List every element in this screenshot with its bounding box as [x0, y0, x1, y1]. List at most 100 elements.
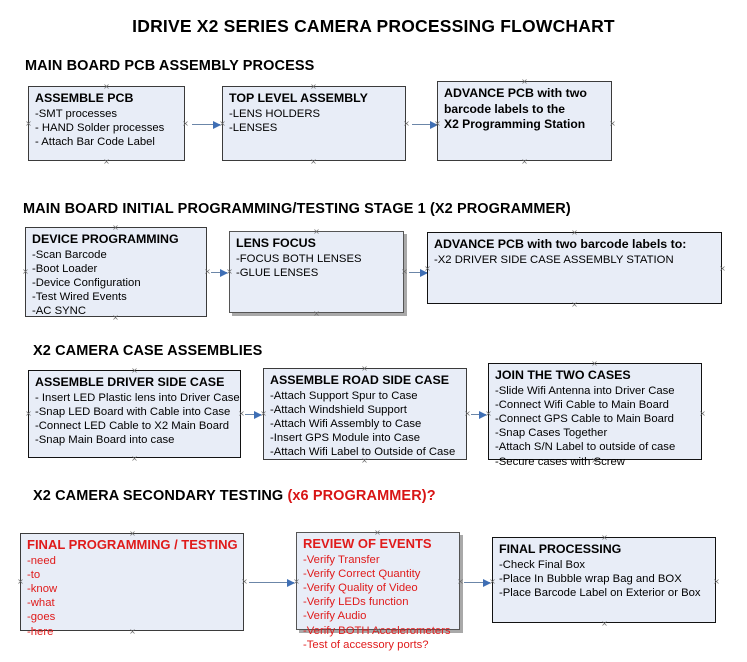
handle-left-icon[interactable]: [424, 265, 431, 272]
handle-top-icon[interactable]: [374, 529, 381, 536]
node-title: JOIN THE TWO CASES: [495, 368, 631, 382]
node-item: -Verify Transfer: [303, 553, 380, 566]
handle-bottom-icon[interactable]: [313, 310, 320, 317]
node-item: -Verify LEDs function: [303, 596, 409, 609]
handle-left-icon[interactable]: [434, 120, 441, 127]
connector-assemble-pcb-to-top-level-assembly: [192, 120, 221, 129]
handle-right-icon[interactable]: [403, 120, 410, 127]
handle-top-icon[interactable]: [361, 365, 368, 372]
node-item: -what: [27, 597, 55, 610]
handle-top-icon[interactable]: [571, 229, 578, 236]
handle-bottom-icon[interactable]: [103, 158, 110, 165]
handle-left-icon[interactable]: [25, 410, 32, 417]
handle-top-icon[interactable]: [112, 224, 119, 231]
node-item: -Verify Correct Quantity: [303, 567, 421, 580]
node-item: X2 Programming Station: [444, 117, 586, 132]
handle-right-icon[interactable]: [609, 120, 616, 127]
section-heading-text: MAIN BOARD PCB ASSEMBLY PROCESS: [25, 58, 315, 74]
handle-left-icon[interactable]: [219, 120, 226, 127]
node-assemble-pcb[interactable]: ASSEMBLE PCB -SMT processes - HAND Solde…: [28, 86, 185, 161]
node-item: -Attach Wifi Assembly to Case: [270, 417, 422, 430]
node-item: -Scan Barcode: [32, 248, 107, 261]
node-item: -Attach Wifi Label to Outside of Case: [270, 446, 456, 459]
section-heading-x2-camera-secondary-testing: X2 CAMERA SECONDARY TESTING (x6 PROGRAMM…: [33, 488, 436, 504]
handle-bottom-icon[interactable]: [112, 314, 119, 321]
node-advance-pcb-programming-station[interactable]: ADVANCE PCB with two barcode labels to t…: [437, 81, 612, 161]
node-join-the-two-cases[interactable]: JOIN THE TWO CASES -Slide Wifi Antenna i…: [488, 363, 702, 468]
handle-right-icon[interactable]: [241, 578, 248, 585]
node-item: -Insert GPS Module into Case: [270, 432, 421, 445]
handle-left-icon[interactable]: [293, 578, 300, 585]
node-top-level-assembly[interactable]: TOP LEVEL ASSEMBLY -LENS HOLDERS -LENSES: [222, 86, 406, 161]
node-device-programming[interactable]: DEVICE PROGRAMMING -Scan Barcode -Boot L…: [25, 227, 207, 317]
node-title: FINAL PROCESSING: [499, 542, 622, 556]
node-assemble-driver-side-case[interactable]: ASSEMBLE DRIVER SIDE CASE - Insert LED P…: [28, 370, 241, 458]
node-item: -Boot Loader: [32, 262, 98, 275]
node-item: -AC SYNC: [32, 305, 86, 318]
handle-left-icon[interactable]: [485, 410, 492, 417]
handle-left-icon[interactable]: [22, 268, 29, 275]
handle-left-icon[interactable]: [489, 578, 496, 585]
handle-right-icon[interactable]: [464, 410, 471, 417]
handle-right-icon[interactable]: [182, 120, 189, 127]
handle-bottom-icon[interactable]: [129, 628, 136, 635]
node-item: -here: [27, 625, 54, 638]
node-item: -LENS HOLDERS: [229, 107, 321, 120]
handle-bottom-icon[interactable]: [374, 627, 381, 634]
node-title: ADVANCE PCB with two barcode labels to:: [434, 237, 687, 251]
handle-top-icon[interactable]: [310, 83, 317, 90]
handle-right-icon[interactable]: [699, 410, 706, 417]
node-item: -Verify Quality of Video: [303, 581, 418, 594]
handle-bottom-icon[interactable]: [310, 158, 317, 165]
handle-top-icon[interactable]: [313, 228, 320, 235]
node-title: ADVANCE PCB with two: [444, 86, 587, 100]
handle-top-icon[interactable]: [131, 367, 138, 374]
section-heading-text: X2 CAMERA SECONDARY TESTING: [33, 488, 288, 504]
node-item: -Verify Audio: [303, 610, 367, 623]
node-title: LENS FOCUS: [236, 236, 316, 250]
handle-top-icon[interactable]: [601, 534, 608, 541]
node-final-programming-testing[interactable]: FINAL PROGRAMMING / TESTING -need -to -k…: [20, 533, 244, 638]
connector-driver-side-to-road-side: [245, 410, 262, 419]
connector-review-of-events-to-final-processing: [464, 578, 491, 587]
node-item: -GLUE LENSES: [236, 266, 319, 279]
handle-bottom-icon[interactable]: [521, 158, 528, 165]
handle-top-icon[interactable]: [103, 83, 110, 90]
handle-top-icon[interactable]: [521, 78, 528, 85]
handle-bottom-icon[interactable]: [571, 301, 578, 308]
node-item: -SMT processes: [35, 107, 118, 120]
node-item: - Attach Bar Code Label: [35, 135, 155, 148]
node-item: - Insert LED Plastic lens into Driver Ca…: [35, 391, 240, 404]
node-assemble-road-side-case[interactable]: ASSEMBLE ROAD SIDE CASE -Attach Support …: [263, 368, 467, 460]
node-title: FINAL PROGRAMMING / TESTING: [27, 537, 238, 552]
node-item: -Snap Cases Together: [495, 427, 608, 440]
node-advance-pcb-driver-side-case[interactable]: ADVANCE PCB with two barcode labels to: …: [427, 232, 722, 304]
node-item: -Connect Wifi Cable to Main Board: [495, 398, 669, 411]
handle-right-icon[interactable]: [204, 268, 211, 275]
handle-bottom-icon[interactable]: [361, 457, 368, 464]
handle-right-icon[interactable]: [401, 268, 408, 275]
handle-left-icon[interactable]: [226, 268, 233, 275]
node-lens-focus[interactable]: LENS FOCUS -FOCUS BOTH LENSES -GLUE LENS…: [229, 231, 404, 313]
handle-right-icon[interactable]: [238, 410, 245, 417]
node-final-processing[interactable]: FINAL PROCESSING -Check Final Box -Place…: [492, 537, 716, 623]
node-review-of-events[interactable]: REVIEW OF EVENTS -Verify Transfer -Verif…: [296, 532, 460, 651]
handle-right-icon[interactable]: [457, 578, 464, 585]
handle-top-icon[interactable]: [591, 360, 598, 367]
node-item: -Place Barcode Label on Exterior or Box: [499, 586, 701, 599]
section-heading-main-board-pcb-assembly-process: MAIN BOARD PCB ASSEMBLY PROCESS: [25, 58, 314, 74]
handle-right-icon[interactable]: [713, 578, 720, 585]
node-item: -Connect GPS Cable to Main Board: [495, 412, 674, 425]
handle-top-icon[interactable]: [129, 530, 136, 537]
handle-bottom-icon[interactable]: [591, 457, 598, 464]
handle-left-icon[interactable]: [25, 120, 32, 127]
handle-right-icon[interactable]: [719, 265, 726, 272]
handle-bottom-icon[interactable]: [131, 455, 138, 462]
node-item: -goes: [27, 611, 56, 624]
node-item: -Snap Main Board into case: [35, 434, 175, 447]
node-item: -Test of accessory ports?: [303, 638, 429, 651]
handle-bottom-icon[interactable]: [601, 620, 608, 627]
handle-left-icon[interactable]: [17, 578, 24, 585]
handle-left-icon[interactable]: [260, 410, 267, 417]
